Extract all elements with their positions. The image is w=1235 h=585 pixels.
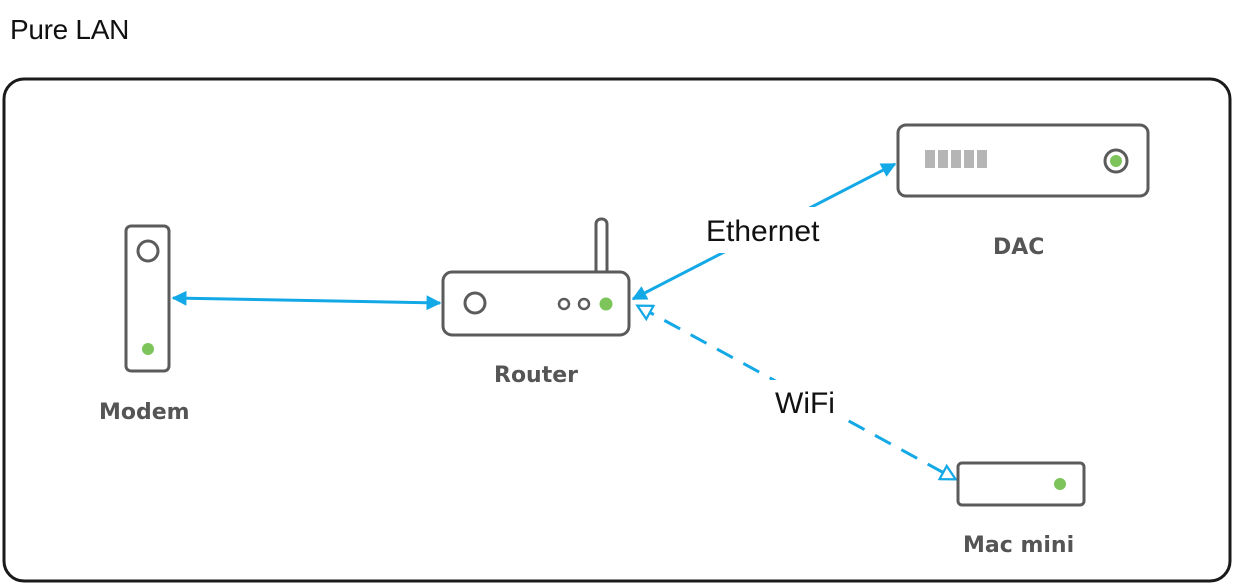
router-body: [441, 270, 631, 337]
router-port-led-2: [577, 297, 591, 311]
router-antenna-icon: [594, 217, 609, 277]
modem-label: Modem: [99, 400, 190, 425]
dac-device[interactable]: [896, 123, 1150, 198]
ethernet-label: Ethernet: [706, 215, 820, 248]
modem-power-icon: [136, 239, 160, 263]
dac-body: [896, 123, 1150, 198]
mac-mini-status-led: [1054, 478, 1066, 490]
dac-display-icon: [925, 150, 987, 168]
ethernet-label-bg: [700, 207, 836, 253]
wifi-label-bg: [768, 380, 848, 426]
router-port-led-1: [557, 297, 571, 311]
modem-status-led: [142, 343, 154, 355]
mac-mini-device[interactable]: [956, 461, 1086, 507]
dac-label: DAC: [993, 235, 1044, 260]
router-status-led: [599, 297, 613, 311]
modem-body: [124, 224, 171, 373]
modem-device[interactable]: [124, 224, 171, 373]
modem-router-link: [171, 290, 442, 311]
wifi-label: WiFi: [775, 387, 835, 420]
router-power-icon: [463, 291, 487, 315]
router-label: Router: [494, 363, 578, 388]
mac-mini-label: Mac mini: [963, 533, 1074, 558]
router-device[interactable]: [441, 217, 631, 337]
lan-frame: [2, 77, 1232, 583]
page-title: Pure LAN: [10, 14, 129, 45]
mac-mini-body: [956, 461, 1086, 507]
dac-status-led: [1110, 155, 1122, 167]
